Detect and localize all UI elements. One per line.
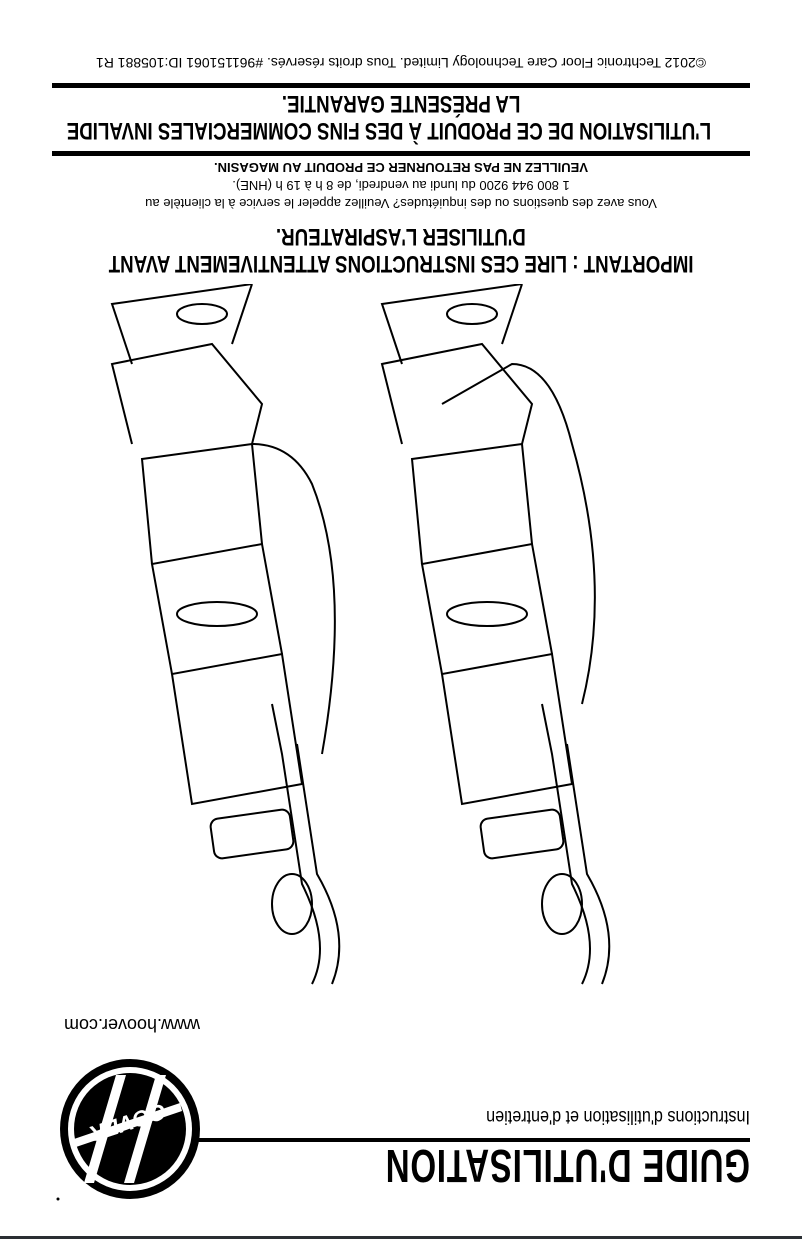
warranty-line-2: LA PRÉSENTE GARANTIE. xyxy=(281,90,521,117)
page-title: GUIDE D'UTILISATION xyxy=(384,1140,750,1192)
divider xyxy=(52,151,750,156)
contact-line-1: Vous avez des questions ou des inquiétud… xyxy=(145,196,657,211)
divider xyxy=(52,83,750,88)
important-notice: IMPORTANT : LIRE CES INSTRUCTIONS ATTENT… xyxy=(0,223,802,277)
contact-info: Vous avez des questions ou des inquiétud… xyxy=(0,158,802,212)
important-line-1: IMPORTANT : LIRE CES INSTRUCTIONS ATTENT… xyxy=(108,250,694,277)
vacuum-illustration xyxy=(110,284,611,985)
contact-line-2: 1 800 944 9200 du lundi au vendredi, de … xyxy=(232,178,570,193)
important-line-2: D'UTILISER L'ASPIRATEUR. xyxy=(276,223,526,250)
subtitle: Instructions d'utilisation et d'entretie… xyxy=(486,1106,750,1127)
no-return-notice: VEUILLEZ NE PAS RETOURNER CE PRODUIT AU … xyxy=(214,160,588,175)
website-link[interactable]: www.hoover.com xyxy=(63,1015,200,1035)
hoover-logo: OOVER xyxy=(56,1059,200,1201)
page-edge xyxy=(0,1236,802,1239)
copyright: ©2012 Techtronic Floor Care Technology L… xyxy=(95,55,707,71)
vacuum-left xyxy=(380,284,611,985)
title-divider xyxy=(198,1138,750,1142)
warranty-line-1: L'UTILISATION DE CE PRODUIT À DES FINS C… xyxy=(66,117,712,144)
vacuum-right xyxy=(110,284,341,985)
warranty-notice: L'UTILISATION DE CE PRODUIT À DES FINS C… xyxy=(0,90,802,144)
